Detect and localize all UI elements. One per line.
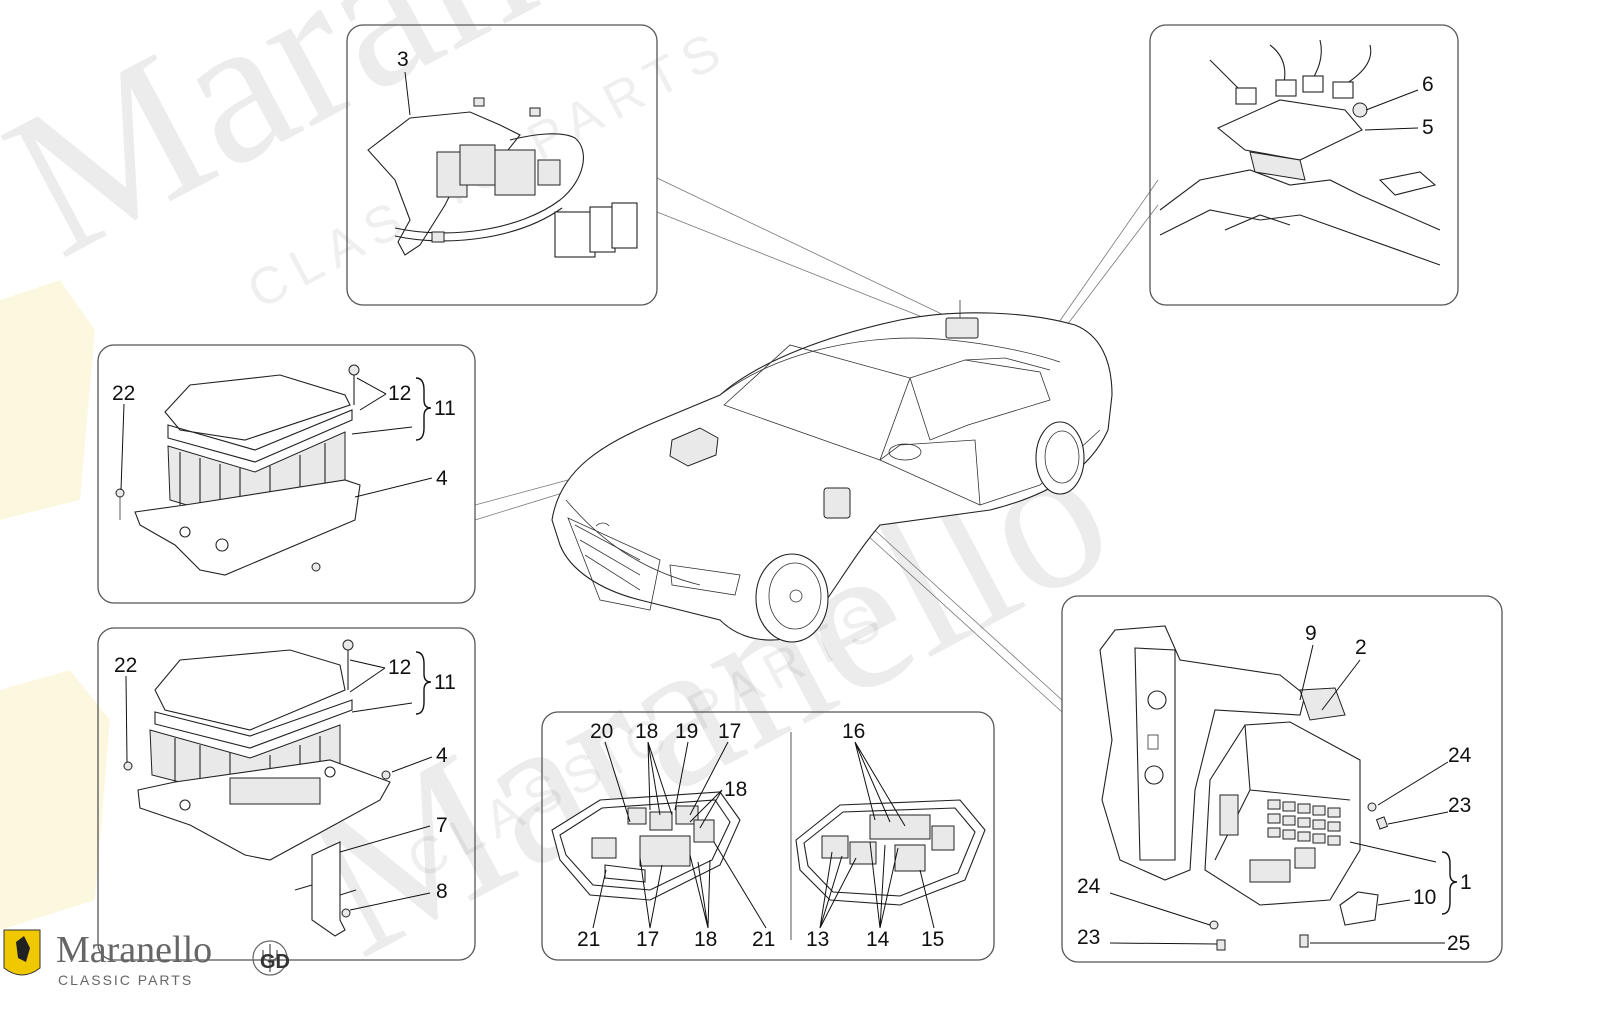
leader-24b <box>1109 892 1211 926</box>
leader-23a <box>1387 811 1449 825</box>
leader-4b <box>391 756 433 773</box>
ferrari-shield-watermark <box>0 280 110 930</box>
callout-11b: 11 <box>434 671 456 694</box>
gd-badge: GD <box>260 951 290 973</box>
panel-fusebox-interior <box>541 711 995 961</box>
callout-2: 2 <box>1355 636 1367 659</box>
callout-3: 3 <box>397 48 409 71</box>
callout-15: 15 <box>921 928 944 951</box>
leader-6 <box>1365 89 1419 111</box>
callout-18b: 18 <box>724 778 747 801</box>
callout-12a: 12 <box>388 382 411 405</box>
engine-fusebox-a-drawing <box>115 364 361 576</box>
brace-11a <box>415 377 432 441</box>
callout-17a: 17 <box>718 720 741 743</box>
callout-8: 8 <box>436 880 448 903</box>
brand-logo: Maranello CLASSIC PARTS GD <box>3 929 290 988</box>
fusebox-interior-right <box>795 799 986 906</box>
ferrari-shield-icon <box>3 929 41 976</box>
brace-11b <box>415 651 432 715</box>
trunk-fusebox-drawing <box>1159 39 1441 266</box>
callout-1: 1 <box>1460 871 1472 894</box>
callout-16: 16 <box>842 720 865 743</box>
leader-2 <box>1321 659 1361 711</box>
leader-12a <box>356 377 387 411</box>
leader-11b <box>351 702 413 713</box>
dashboard-fusebox-drawing <box>1099 625 1389 951</box>
callout-23b: 23 <box>1077 926 1100 949</box>
brand-sub: CLASSIC PARTS <box>58 972 193 988</box>
panel-engine-fusebox-a <box>97 344 476 604</box>
fusebox-interior-leaders <box>592 741 935 929</box>
callout-4b: 4 <box>436 744 448 767</box>
leader-8 <box>349 892 431 911</box>
leader-3 <box>404 71 411 116</box>
leader-7 <box>339 825 431 853</box>
callout-20: 20 <box>590 720 613 743</box>
callout-5: 5 <box>1422 116 1434 139</box>
leader-5 <box>1364 127 1419 131</box>
leader-23b <box>1109 942 1218 945</box>
callout-6: 6 <box>1422 73 1434 96</box>
leader-9 <box>1299 644 1314 701</box>
callout-17b: 17 <box>636 928 659 951</box>
callout-18a: 18 <box>635 720 658 743</box>
leader-10 <box>1377 899 1411 906</box>
callout-23a: 23 <box>1448 794 1471 817</box>
engine-fusebox-b-drawing <box>123 639 391 937</box>
callout-4a: 4 <box>436 467 448 490</box>
panel-relay-bracket <box>346 24 658 306</box>
callout-7: 7 <box>436 814 448 837</box>
callout-12b: 12 <box>388 656 411 679</box>
callout-24a: 24 <box>1448 744 1472 767</box>
callout-13: 13 <box>806 928 829 951</box>
brace-1 <box>1441 851 1458 915</box>
panel-trunk-fusebox <box>1149 24 1459 306</box>
callout-22a: 22 <box>112 382 135 405</box>
car-outline <box>551 300 1113 643</box>
leader-22b <box>125 675 128 763</box>
callout-9: 9 <box>1305 622 1317 645</box>
panel-dashboard-fusebox <box>1061 595 1503 963</box>
trident-badge-icon <box>252 940 288 976</box>
brand-name: Maranello <box>56 929 212 971</box>
leader-22a <box>120 403 125 491</box>
callout-18c: 18 <box>694 928 717 951</box>
leader-24a <box>1377 761 1449 806</box>
callout-19: 19 <box>675 720 698 743</box>
callout-14: 14 <box>866 928 890 951</box>
callout-10: 10 <box>1413 886 1436 909</box>
leader-11a <box>351 426 413 435</box>
callout-11a: 11 <box>434 397 456 420</box>
fuse-grid <box>1267 799 1341 846</box>
callout-25: 25 <box>1447 932 1470 955</box>
leader-4a <box>354 477 433 498</box>
leader-1 <box>1349 841 1437 863</box>
callout-24b: 24 <box>1077 875 1101 898</box>
leader-12b <box>349 659 386 693</box>
callout-21b: 21 <box>752 928 775 951</box>
callout-22b: 22 <box>114 654 137 677</box>
callout-21a: 21 <box>577 928 600 951</box>
relay-bracket-drawing <box>367 97 638 258</box>
